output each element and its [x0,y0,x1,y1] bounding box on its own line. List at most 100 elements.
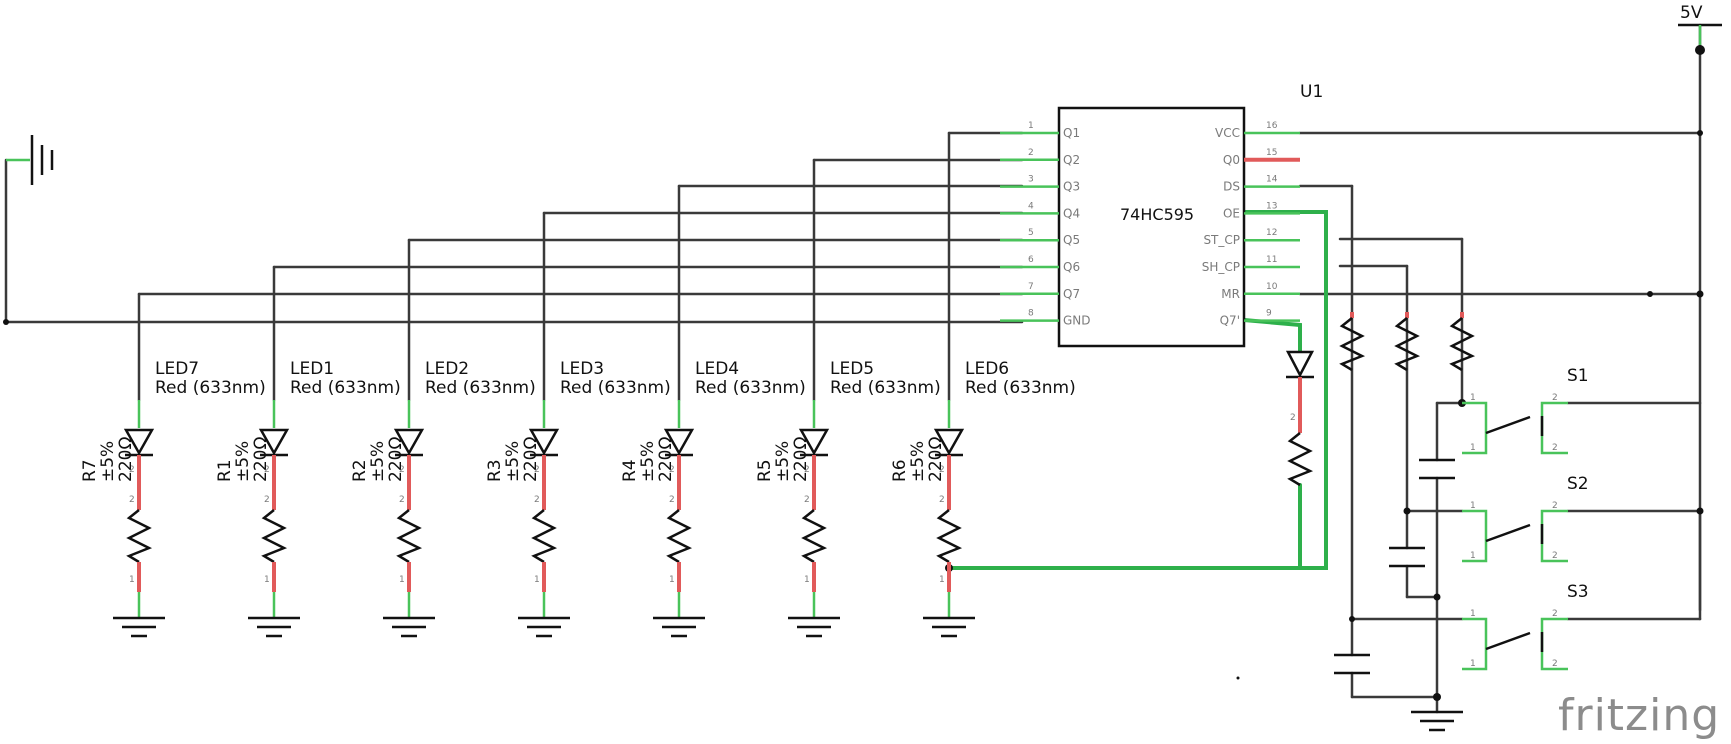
pin-number: 1 [669,575,675,585]
pin-number: 1 [264,575,270,585]
switch-ref: S3 [1567,582,1589,602]
chip-name: 74HC595 [1120,205,1194,224]
resistor-value: 220Ω [791,437,811,482]
resistor-ref: R1 [215,459,235,482]
svg-text:2: 2 [1290,413,1296,423]
pin-number: 13 [1266,201,1277,211]
ground-symbol [653,616,705,638]
pin-name: ST_CP [1203,233,1240,247]
power-5v-symbol: 5V [1678,3,1722,45]
pin-number: 1 [939,575,945,585]
pin-name: Q1 [1063,126,1080,140]
pin-number: 7 [1028,282,1034,292]
pin-number: 1 [804,575,810,585]
resistor-tolerance: ±5% [98,441,118,482]
pin-number: 2 [804,495,810,505]
pin-number: 2 [1552,443,1558,453]
pin-number: 1 [129,575,135,585]
resistor-tolerance: ±5% [503,441,523,482]
pull-resistor [1394,312,1421,372]
pin-number: 1 [1470,659,1476,669]
switch-ref: S2 [1567,474,1589,494]
chip-ref: U1 [1300,82,1323,102]
pin-number: 11 [1266,255,1277,265]
resistor-tolerance: ±5% [233,441,253,482]
resistor-value: 220Ω [386,437,406,482]
pull-resistor [1449,312,1476,372]
switch-ref: S1 [1567,366,1589,386]
pin-number: 9 [1266,309,1272,319]
pin-name: Q2 [1063,153,1080,167]
pin-number: 1 [534,575,540,585]
fritzing-watermark: fritzing [1558,690,1720,741]
resistor-ref: R6 [890,459,910,482]
pin-name: OE [1223,206,1240,220]
pin-number: 15 [1266,148,1277,158]
pin-name: DS [1223,180,1240,194]
pin-name: Q4 [1063,206,1080,220]
pin-name: Q6 [1063,260,1080,274]
led-ref: LED7 [155,359,199,379]
resistor-ref: R5 [755,459,775,482]
pin-number: 1 [1028,121,1034,131]
pin-number: 2 [1552,609,1558,619]
pin-number: 1 [1470,501,1476,511]
pin-number: 1 [1470,393,1476,403]
resistor-tolerance: ±5% [773,441,793,482]
pin-number: 2 [1552,393,1558,403]
pin-number: 2 [129,465,135,475]
pin-number: 12 [1266,228,1277,238]
pin-number: 1 [1470,443,1476,453]
led-color: Red (633nm) [560,378,671,398]
pin-number: 16 [1266,121,1278,131]
resistor-tolerance: ±5% [908,441,928,482]
chip-pin-q7b: 9Q7' [1220,309,1300,328]
pin-number: 2 [1552,659,1558,669]
pin-name: Q0 [1223,153,1240,167]
pin-number: 5 [1028,228,1034,238]
pin-number: 10 [1266,282,1278,292]
led-ref: LED2 [425,359,469,379]
pin-number: 2 [264,495,270,505]
capacitors [1334,458,1455,675]
pin-number: 2 [399,495,405,505]
pin-name: Q7' [1220,314,1240,328]
led-ref: LED6 [965,359,1009,379]
pin-number: 8 [1028,309,1034,319]
ground-symbol [1411,710,1463,732]
pin-number: 2 [129,495,135,505]
pin-number: 2 [399,465,405,475]
ground-symbol [383,616,435,638]
pin-number: 2 [804,465,810,475]
pin-number: 2 [669,465,675,475]
led-color: Red (633nm) [965,378,1076,398]
pin-number: 1 [1470,551,1476,561]
pull-resistor [1339,312,1366,372]
pin-number: 2 [534,465,540,475]
pin-name: SH_CP [1202,260,1240,274]
resistor-ref: R2 [350,459,370,482]
led-color: Red (633nm) [290,378,401,398]
resistor-value: 220Ω [656,437,676,482]
